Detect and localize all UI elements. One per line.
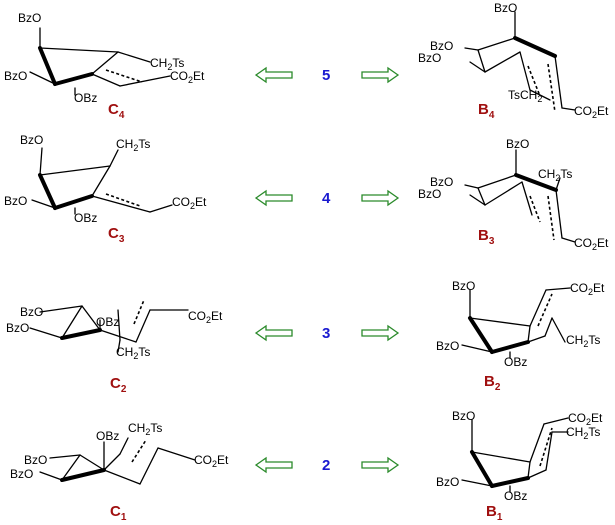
bzo-label: BzO <box>418 51 441 65</box>
bzo-label: BzO <box>506 137 529 151</box>
bzo-label: BzO <box>436 475 459 489</box>
structure-c3: BzO BzO OBz CH2Ts CO2Et C3 <box>4 133 207 245</box>
ch2ts-label: CH2Ts <box>116 345 150 361</box>
co2et-label: CO2Et <box>172 195 207 211</box>
bzo-label: BzO <box>20 133 43 147</box>
step-arrow-5: 5 <box>254 66 400 84</box>
arrow-left-icon <box>254 324 293 342</box>
ch2ts-label: CH2Ts <box>128 421 162 437</box>
step-arrow-3: 3 <box>254 324 400 342</box>
bzo-label: BzO <box>452 279 475 293</box>
step-number: 2 <box>322 457 330 474</box>
arrow-left-icon <box>254 456 293 474</box>
co2et-label: CO2Et <box>568 411 603 427</box>
obz-label: OBz <box>504 355 527 369</box>
step-arrow-4: 4 <box>254 189 400 207</box>
ch2ts-label: CH2Ts <box>566 333 600 349</box>
compound-label-b2: B2 <box>484 373 501 393</box>
bzo-label: BzO <box>4 194 27 208</box>
compound-label-b4: B4 <box>478 101 495 121</box>
obz-label: OBz <box>96 429 119 443</box>
structure-b3: BzO BzO BzO CH2Ts CO2Et B3 <box>418 137 609 252</box>
arrow-right-icon <box>361 66 400 84</box>
bzo-label: BzO <box>430 175 453 189</box>
step-number: 5 <box>322 67 330 84</box>
bzo-label: BzO <box>494 1 517 15</box>
bzo-label: BzO <box>430 39 453 53</box>
bzo-label: BzO <box>24 453 47 467</box>
structure-b4: BzO BzO BzO TsCH2 CO2Et B4 <box>418 1 609 121</box>
arrow-right-icon <box>361 324 400 342</box>
compound-label-c4: C4 <box>108 101 125 121</box>
bzo-label: BzO <box>418 187 441 201</box>
ch2ts-label: CH2Ts <box>150 56 184 72</box>
co2et-label: CO2Et <box>170 69 205 85</box>
bzo-label: BzO <box>18 11 41 25</box>
ch2ts-label: CH2Ts <box>538 167 572 183</box>
bzo-label: BzO <box>452 409 475 423</box>
structure-b2: BzO BzO OBz CO2Et CH2Ts B2 <box>436 279 605 393</box>
arrow-left-icon <box>254 66 293 84</box>
step-number: 4 <box>322 190 331 207</box>
ch2ts-label: CH2Ts <box>116 137 150 153</box>
tsch2-label: TsCH2 <box>508 88 542 104</box>
bzo-label: BzO <box>20 305 43 319</box>
step-number: 3 <box>322 325 330 342</box>
compound-label-c1: C1 <box>110 503 127 523</box>
structure-c2: BzO BzO OBz CH2Ts CO2Et C2 <box>6 299 223 395</box>
obz-label: OBz <box>74 211 97 225</box>
obz-label: OBz <box>96 315 119 329</box>
co2et-label: CO2Et <box>570 281 605 297</box>
obz-label: OBz <box>74 91 97 105</box>
arrow-right-icon <box>361 456 400 474</box>
co2et-label: CO2Et <box>574 104 609 120</box>
obz-label: OBz <box>504 489 527 503</box>
compound-label-c2: C2 <box>110 375 127 395</box>
compound-label-c3: C3 <box>108 225 125 245</box>
bzo-label: BzO <box>4 69 27 83</box>
co2et-label: CO2Et <box>188 309 223 325</box>
co2et-label: CO2Et <box>574 236 609 252</box>
structure-c1: BzO BzO OBz CH2Ts CO2Et C1 <box>10 421 229 523</box>
bzo-label: BzO <box>436 339 459 353</box>
bzo-label: BzO <box>10 467 33 481</box>
compound-label-b3: B3 <box>478 227 495 247</box>
bzo-label: BzO <box>6 321 29 335</box>
step-arrow-2: 2 <box>254 456 400 474</box>
arrow-left-icon <box>254 189 293 207</box>
co2et-label: CO2Et <box>194 453 229 469</box>
structure-c4: BzO BzO OBz CH2Ts CO2Et C4 <box>4 11 205 121</box>
compound-label-b1: B1 <box>486 503 503 523</box>
ch2ts-label: CH2Ts <box>566 425 600 441</box>
structure-b1: BzO BzO OBz CO2Et CH2Ts B1 <box>436 409 603 523</box>
arrow-right-icon <box>361 189 400 207</box>
